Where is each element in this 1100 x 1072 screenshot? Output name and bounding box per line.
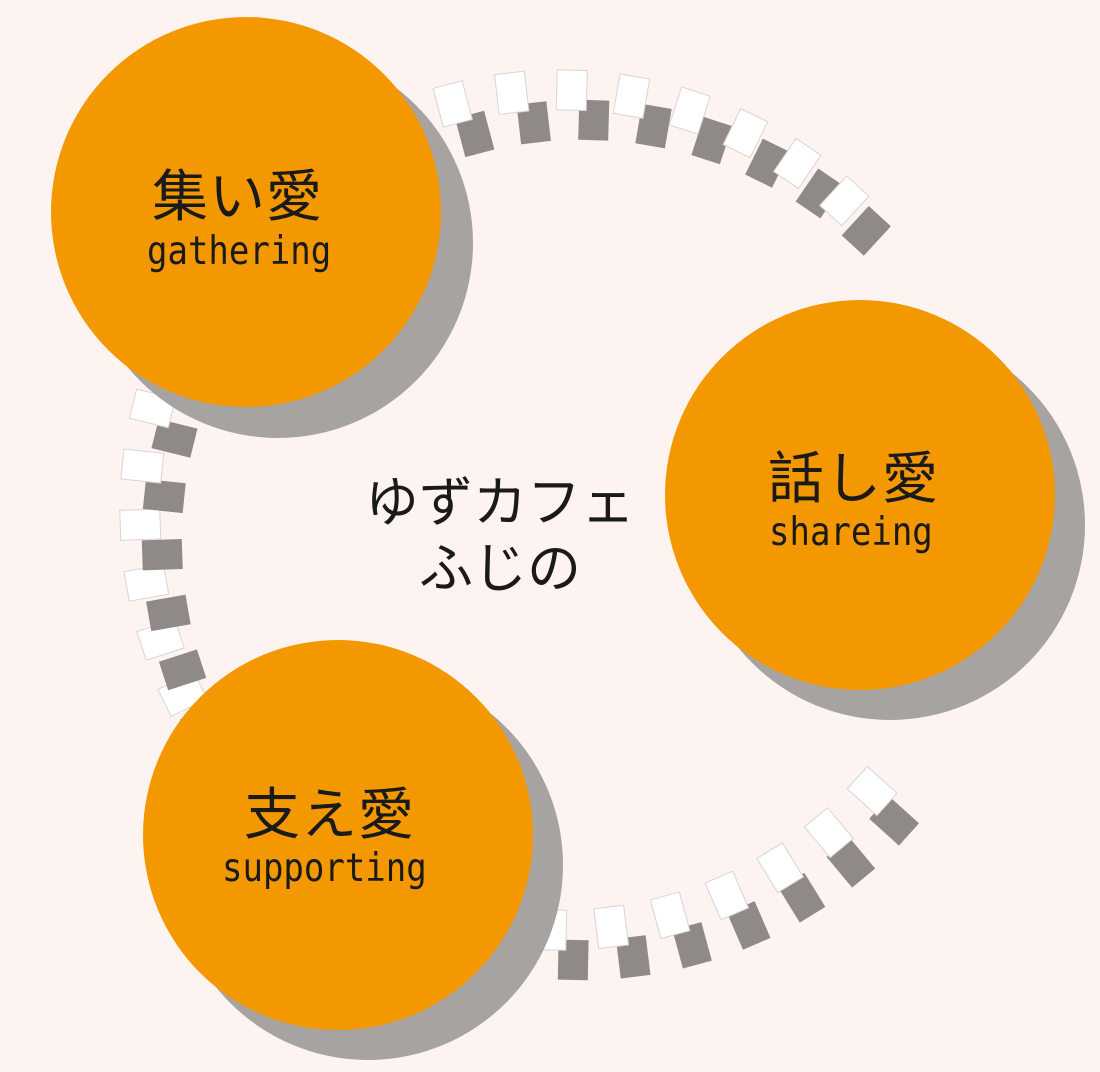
shareing-label-en: shareing xyxy=(769,509,933,556)
chain-link xyxy=(612,73,651,119)
chain-link xyxy=(704,870,750,921)
center-title-line1: ゆずカフェ xyxy=(365,471,635,534)
chain-link xyxy=(756,842,805,894)
chain-link xyxy=(432,80,473,128)
chain-link xyxy=(593,904,630,950)
chain-link xyxy=(772,137,822,190)
chain-link xyxy=(846,765,898,817)
chain-link xyxy=(819,175,870,227)
chain-link-shadow xyxy=(146,594,191,632)
chain-link-shadow xyxy=(691,116,733,165)
supporting-circle xyxy=(143,640,533,1030)
chain-link-shadow xyxy=(635,103,672,149)
center-title: ゆずカフェ ふじの xyxy=(300,470,700,602)
gathering-label-en: gathering xyxy=(147,228,332,275)
chain-link-shadow xyxy=(727,901,771,950)
chain-link xyxy=(649,891,691,940)
chain-link-shadow xyxy=(795,168,843,219)
chain-link-shadow xyxy=(672,922,712,969)
chain-link xyxy=(493,70,530,115)
shareing-label-jp: 話し愛 xyxy=(768,447,939,512)
chain-link xyxy=(555,69,588,112)
chain-link-shadow xyxy=(455,110,495,158)
chain-link xyxy=(668,86,711,135)
center-title-line2: ふじの xyxy=(419,537,581,600)
gathering-circle xyxy=(51,17,441,407)
chain-link-shadow xyxy=(141,538,183,571)
chain-link-shadow xyxy=(841,205,891,256)
chain-link-shadow xyxy=(142,479,186,514)
chain-link xyxy=(120,448,165,484)
supporting-label-en: supporting xyxy=(222,845,427,892)
chain-link-shadow xyxy=(745,138,790,188)
shareing-circle xyxy=(665,300,1055,690)
chain-link xyxy=(722,107,769,159)
chain-link xyxy=(119,508,162,541)
supporting-label-jp: 支え愛 xyxy=(244,783,415,848)
chain-link-shadow xyxy=(158,649,207,691)
chain-link-shadow xyxy=(151,418,198,458)
chain-link-shadow xyxy=(516,101,551,145)
chain-link xyxy=(803,807,854,859)
chain-link-shadow xyxy=(615,935,651,979)
chain-ring xyxy=(119,69,920,981)
gathering-label-jp: 集い愛 xyxy=(152,165,323,230)
